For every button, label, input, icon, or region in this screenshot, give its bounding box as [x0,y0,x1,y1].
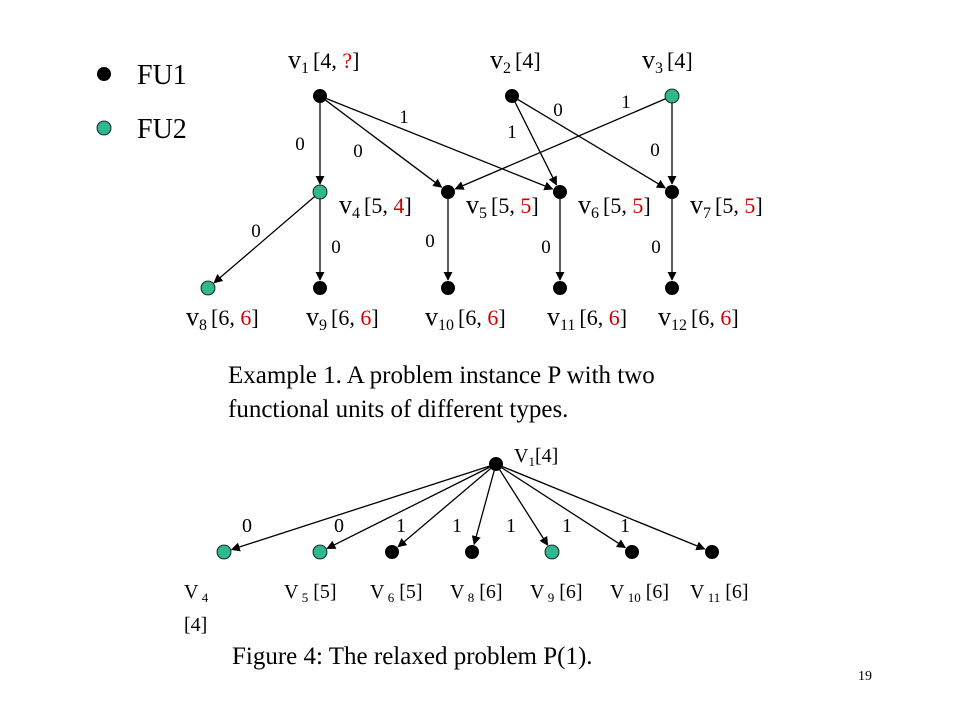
relaxed-node-v4 [216,544,232,560]
node-v1 [313,89,327,103]
edge-v1-v6 [326,97,554,191]
node-v5 [441,185,455,199]
edge-v2-v7 [517,99,666,189]
relaxed-edge-9 [499,469,549,547]
edge-weight-v4-v8: 0 [251,221,261,242]
relaxed-edge-weight-9: 1 [506,515,516,537]
relaxed-nodes [216,457,719,560]
edge-weight-v2-v6: 1 [507,122,517,143]
relaxed-edge-8 [471,470,495,546]
relaxed-node-label-v9: V 9 [6] [530,581,583,605]
edge-weight-v4-v9: 0 [331,237,341,258]
edge-v2-v6 [514,101,558,186]
relaxed-edge-10 [501,467,627,549]
relaxed-node-v6 [385,545,399,559]
node-v12 [665,281,679,295]
example-caption-line-1: Example 1. A problem instance P with two [228,362,655,389]
relaxed-edge-weight-5: 0 [334,515,344,537]
relaxed-node-v5 [312,544,328,560]
edge-weight-v3-v7: 0 [650,140,660,161]
node-v3 [664,88,680,104]
example-nodes [200,88,680,296]
edge-weight-v7-v12: 0 [651,237,661,258]
node-v9 [313,281,327,295]
node-v7 [665,185,679,199]
relaxed-node-label-v10: V 10 [6] [610,581,669,605]
node-label-v9: v9 [6, 6] [306,302,379,334]
legend-fu1-swatch [97,67,111,81]
relaxed-node-v10 [625,545,639,559]
relaxed-node-v8 [465,545,479,559]
node-v4 [312,184,328,200]
legend-fu1-label: FU1 [137,60,187,91]
edge-weight-v6-v11: 0 [541,237,551,258]
relaxed-edge-5 [326,466,491,550]
edge-v1-v5 [325,99,443,188]
node-label-v10: v10 [6, 6] [425,302,506,334]
edge-weight-v2-v7: 0 [553,100,563,121]
node-label-v2: v2 [4] [490,45,541,77]
relaxed-edge-weight-4: 0 [242,515,252,537]
node-v11 [553,281,567,295]
relaxed-edge-weight-11: 1 [620,515,630,537]
node-label-v1: v1 [4, ?] [288,45,359,77]
relaxed-node-label-v8: V 8 [6] [450,581,503,605]
example-caption-line-2: functional units of different types. [228,396,568,423]
relaxed-node-label-v11: V 11 [6] [690,581,749,605]
edge-weight-v5-v10: 0 [425,231,435,252]
example-edge-weights: 0 0 1 1 0 1 0 0 0 0 0 0 [251,92,661,258]
relaxed-edge-weight-6: 1 [396,515,406,537]
edge-v3-v5 [454,98,666,190]
edge-v4-v8 [213,196,316,284]
node-label-v4: v4 [5, 4] [339,190,412,222]
relaxed-node-v11 [705,545,719,559]
example-graph: 0 0 1 1 0 1 0 0 0 0 0 0 v1 [4, ?] v2 [4] v3 [4] v4 [5,… [186,45,763,334]
relaxed-node-labels: V1[4] V 4[4] V 5 [5] V 6 [5] V 8 [6] V 9 [6] V… [184,445,749,636]
edge-weight-v1-v4: 0 [295,134,305,155]
relaxed-root-node [489,457,503,471]
node-v6 [553,185,567,199]
node-label-v6: v6 [5, 5] [578,190,651,222]
relaxed-edge-weights: 0 0 1 1 1 1 1 [242,515,630,537]
relaxed-node-v9 [544,544,560,560]
node-label-v7: v7 [5, 5] [690,190,763,222]
relaxed-node-label-v4: V 4[4] [184,581,209,636]
example-node-labels: v1 [4, ?] v2 [4] v3 [4] v4 [5, 4] v5 [5, 5] v… [186,45,763,334]
node-v2 [505,89,519,103]
node-v10 [441,281,455,295]
relaxed-graph: 0 0 1 1 1 1 1 V1[4] V 4[4] V 5 [5] V 6 [5] V 8 [6]… [184,445,749,636]
relaxed-edge-4 [230,465,490,552]
node-label-v5: v5 [5, 5] [466,190,539,222]
node-v8 [200,280,216,296]
figure-caption: Figure 4: The relaxed problem P(1). [232,643,593,670]
page-number: 19 [858,669,872,684]
relaxed-node-label-v6: V 6 [5] [370,581,423,605]
node-label-v11: v11 [6, 6] [547,302,627,334]
edge-weight-v3-v5: 1 [621,92,631,113]
legend-fu2-swatch [96,120,112,136]
example-edges [213,97,677,284]
relaxed-edge-11 [502,466,706,551]
relaxed-edge-weight-8: 1 [452,515,462,537]
relaxed-root-label: V1[4] [514,445,558,469]
node-label-v12: v12 [6, 6] [658,302,739,334]
edge-weight-v1-v5: 0 [353,141,363,162]
relaxed-node-label-v5: V 5 [5] [284,581,337,605]
edge-weight-v1-v6: 1 [399,107,409,128]
relaxed-edges [230,465,706,552]
legend-fu2-label: FU2 [137,114,187,145]
node-label-v8: v8 [6, 6] [186,302,259,334]
relaxed-edge-weight-10: 1 [562,515,572,537]
node-label-v3: v3 [4] [642,45,693,77]
legend: FU1 FU2 [96,60,187,145]
relaxed-edge-6 [397,468,492,548]
